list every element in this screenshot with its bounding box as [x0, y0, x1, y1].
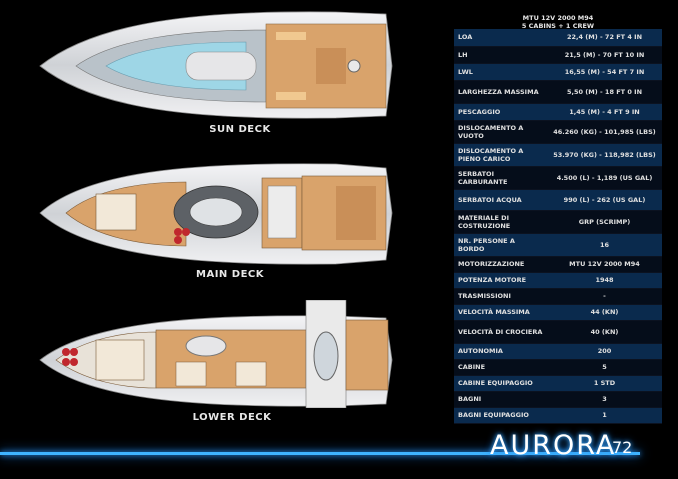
spec-value: 1,45 (M) - 4 FT 9 IN	[547, 103, 662, 121]
spec-label: LARGHEZZA MASSIMA	[454, 80, 547, 104]
spec-value: 40 (KN)	[547, 320, 662, 344]
spec-row: TRASMISSIONI-	[454, 288, 662, 305]
logo-glow-line	[0, 452, 640, 455]
spec-value: 200	[547, 343, 662, 360]
spec-header: MTU 12V 2000 M94 5 CABINS + 1 CREW	[458, 14, 658, 30]
spec-label: MOTORIZZAZIONE	[454, 256, 547, 273]
lower-deck-label: LOWER DECK	[192, 412, 272, 423]
spec-label: VELOCITÀ DI CROCIERA	[454, 320, 547, 344]
spec-value: MTU 12V 2000 M94	[547, 256, 662, 273]
spec-value: 21,5 (M) - 70 FT 10 IN	[547, 46, 662, 64]
spec-value: GRP (SCRIMP)	[547, 210, 662, 234]
sun-deck-plan	[39, 11, 393, 119]
spec-label: CABINE EQUIPAGGIO	[454, 375, 547, 392]
spec-header-cabins: 5 CABINS + 1 CREW	[521, 22, 595, 30]
main-deck-label: MAIN DECK	[196, 269, 264, 280]
aurora-logo-number: 72	[612, 438, 633, 457]
spec-label: NR. PERSONE A BORDO	[454, 233, 547, 257]
spec-label: BAGNI EQUIPAGGIO	[454, 407, 547, 424]
spec-label: POTENZA MOTORE	[454, 272, 547, 289]
spec-label: LWL	[454, 63, 547, 81]
spec-label: SERBATOI ACQUA	[454, 189, 547, 211]
spec-header-engine: MTU 12V 2000 M94	[522, 14, 594, 22]
spec-label: MATERIALE DI COSTRUZIONE	[454, 210, 547, 234]
spec-value: -	[547, 288, 662, 305]
spec-label: SERBATOI CARBURANTE	[454, 166, 547, 190]
aurora-logo: AURORA	[490, 430, 617, 461]
spec-value: 990 (L) - 262 (US GAL)	[547, 189, 662, 211]
spec-value: 3	[547, 391, 662, 408]
spec-label: BAGNI	[454, 391, 547, 408]
spec-label: LH	[454, 46, 547, 64]
spec-value: 46.260 (KG) - 101,985 (LBS)	[547, 120, 662, 144]
sun-deck-label: SUN DECK	[209, 124, 271, 135]
spec-value: 5,50 (M) - 18 FT 0 IN	[547, 80, 662, 104]
spec-value: 53.970 (KG) - 118,982 (LBS)	[547, 143, 662, 167]
spec-label: DISLOCAMENTO A VUOTO	[454, 120, 547, 144]
spec-value: 44 (KN)	[547, 304, 662, 321]
spec-label: CABINE	[454, 359, 547, 376]
spec-value: 4.500 (L) - 1,189 (US GAL)	[547, 166, 662, 190]
main-deck-plan	[39, 163, 393, 265]
spec-value: 5	[547, 359, 662, 376]
spec-value: 16,55 (M) - 54 FT 7 IN	[547, 63, 662, 81]
spec-label: AUTONOMIA	[454, 343, 547, 360]
spec-value: 16	[547, 233, 662, 257]
spec-value: 1	[547, 407, 662, 424]
spec-value: 1948	[547, 272, 662, 289]
spec-label: TRASMISSIONI	[454, 288, 547, 305]
spec-value: 22,4 (M) - 72 FT 4 IN	[547, 29, 662, 47]
spec-label: PESCAGGIO	[454, 103, 547, 121]
spec-label: LOA	[454, 29, 547, 47]
spec-value: 1 STD	[547, 375, 662, 392]
lower-deck-plan	[39, 300, 393, 408]
spec-label: DISLOCAMENTO A PIENO CARICO	[454, 143, 547, 167]
spec-label: VELOCITÀ MASSIMA	[454, 304, 547, 321]
